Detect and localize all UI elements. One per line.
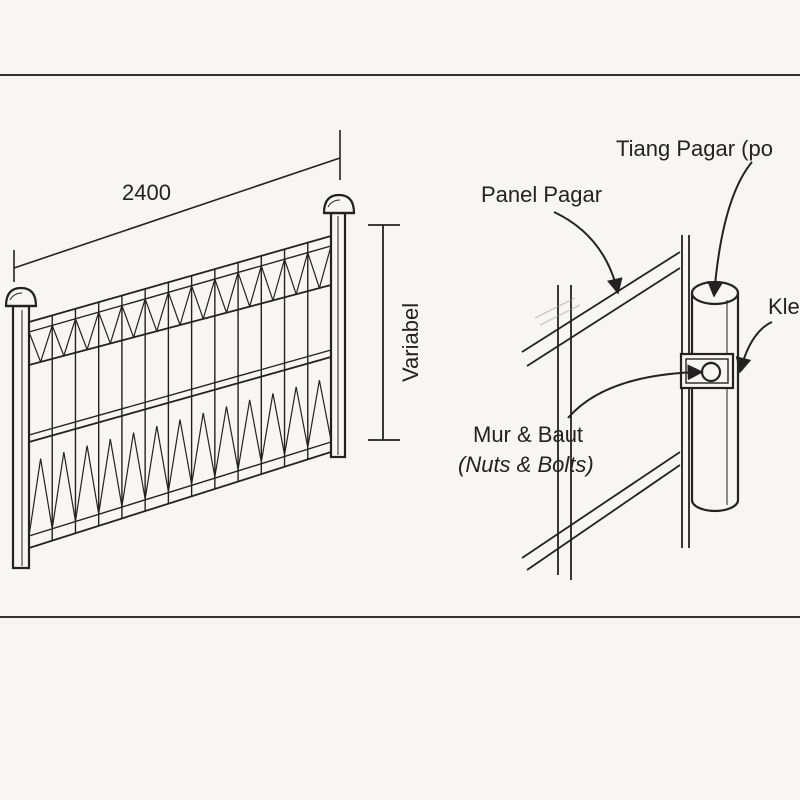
mesh-fold (156, 292, 169, 332)
mesh-fold (156, 425, 169, 492)
mesh-fold (249, 399, 262, 463)
mesh-fold (98, 311, 111, 344)
mesh-fold (202, 412, 216, 478)
mesh-fold (272, 259, 286, 301)
mesh-fold (237, 399, 251, 470)
mesh-fold (179, 419, 193, 485)
mesh-rail (28, 356, 332, 443)
mesh-fold (318, 245, 332, 289)
mesh-rail (28, 235, 332, 323)
mesh-fold (191, 285, 204, 320)
panel-vertical-wires (557, 235, 690, 580)
mesh-fold (283, 259, 297, 295)
mesh-fold (272, 393, 286, 455)
mesh-fold (144, 298, 158, 332)
mesh-rail (28, 451, 332, 549)
nuts-leader-arrow (567, 364, 704, 419)
nuts-label-english: (Nuts & Bolts) (458, 452, 594, 477)
mesh-fold (51, 325, 65, 356)
mesh-fold (144, 425, 158, 500)
mesh-fold (28, 458, 42, 537)
mesh-rail (28, 441, 332, 537)
mesh-fold (132, 298, 146, 338)
mesh-fold (98, 439, 111, 514)
mesh-fold (249, 265, 262, 307)
mesh-fold (28, 331, 42, 363)
height-label: Variabel (398, 303, 423, 382)
mesh-fold (74, 445, 88, 522)
mesh-fold (214, 278, 228, 313)
mesh-fold (283, 386, 297, 455)
mesh-fold (179, 285, 193, 326)
mesh-rail (28, 245, 332, 333)
mesh-fold (51, 452, 65, 529)
post-leader-arrow (707, 161, 753, 298)
sketch-smudge (534, 297, 581, 326)
panel-rails (521, 251, 681, 571)
nuts-label: Mur & Baut (473, 422, 583, 447)
width-dimension-line (13, 157, 341, 269)
fence-mesh (28, 235, 332, 549)
mesh-fold (86, 311, 100, 350)
mesh-fold (260, 265, 274, 301)
mesh-fold (225, 272, 239, 313)
panel-leader-arrow (553, 211, 623, 295)
connection-detail-drawing: Tiang Pagar (po Panel Pagar Kle Mur & Ba… (458, 136, 800, 580)
mesh-fold (318, 380, 332, 441)
clamp-label: Kle (768, 294, 800, 319)
mesh-fold (295, 252, 309, 295)
mesh-fold (295, 386, 309, 448)
right-post (322, 193, 356, 459)
mesh-fold (307, 380, 320, 448)
mesh-fold (109, 439, 123, 507)
clamp-leader-arrow (735, 321, 773, 374)
mesh-fold (237, 272, 251, 307)
mesh-fold (86, 445, 100, 514)
mesh-fold (40, 458, 53, 529)
mesh-fold (132, 432, 146, 500)
mesh-fold (121, 305, 135, 338)
mesh-fold (121, 432, 135, 507)
mesh-fold (167, 419, 181, 492)
mesh-fold (63, 318, 77, 356)
mesh-fold (74, 318, 88, 350)
clamp (679, 352, 735, 390)
mesh-fold (214, 406, 228, 478)
mesh-fold (63, 452, 77, 522)
post-label: Tiang Pagar (po (616, 136, 773, 161)
mesh-fold (307, 252, 320, 289)
mesh-fold (202, 278, 216, 320)
left-post (4, 286, 38, 570)
mesh-fold (109, 305, 123, 344)
width-label: 2400 (122, 180, 171, 205)
fence-panel-drawing: 2400 Variabel (4, 130, 423, 570)
mesh-fold (225, 406, 239, 470)
round-post (690, 280, 740, 513)
mesh-fold (260, 393, 274, 463)
mesh-fold (167, 292, 181, 326)
mesh-fold (40, 325, 53, 363)
mesh-fold (191, 412, 204, 485)
mesh-rail (28, 349, 332, 436)
panel-label: Panel Pagar (481, 182, 602, 207)
